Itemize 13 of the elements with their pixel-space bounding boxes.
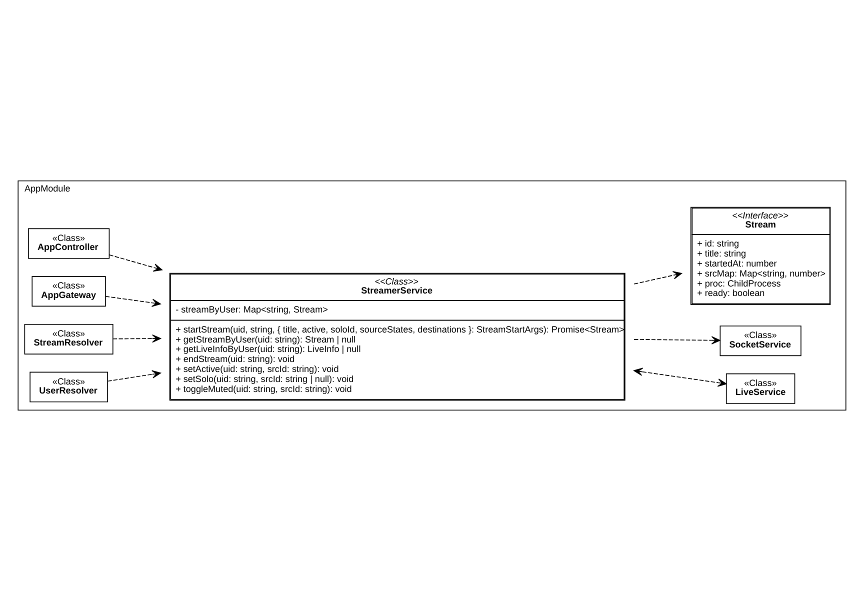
arrow <box>634 271 682 284</box>
arrow <box>112 334 162 343</box>
arrow <box>108 254 162 272</box>
arrow <box>105 296 161 307</box>
node-box: «Class» SocketService <box>720 326 802 356</box>
node-box: «Class» LiveService <box>726 373 796 404</box>
node-box: «Class» UserResolver <box>30 372 108 402</box>
node-box: «Class» StreamResolver <box>24 324 114 354</box>
arrow <box>634 336 720 344</box>
arrow <box>107 370 161 382</box>
node-box: «Class» AppController <box>28 228 110 259</box>
node-box: «Class» AppGateway <box>32 276 106 307</box>
arrow <box>634 368 727 387</box>
